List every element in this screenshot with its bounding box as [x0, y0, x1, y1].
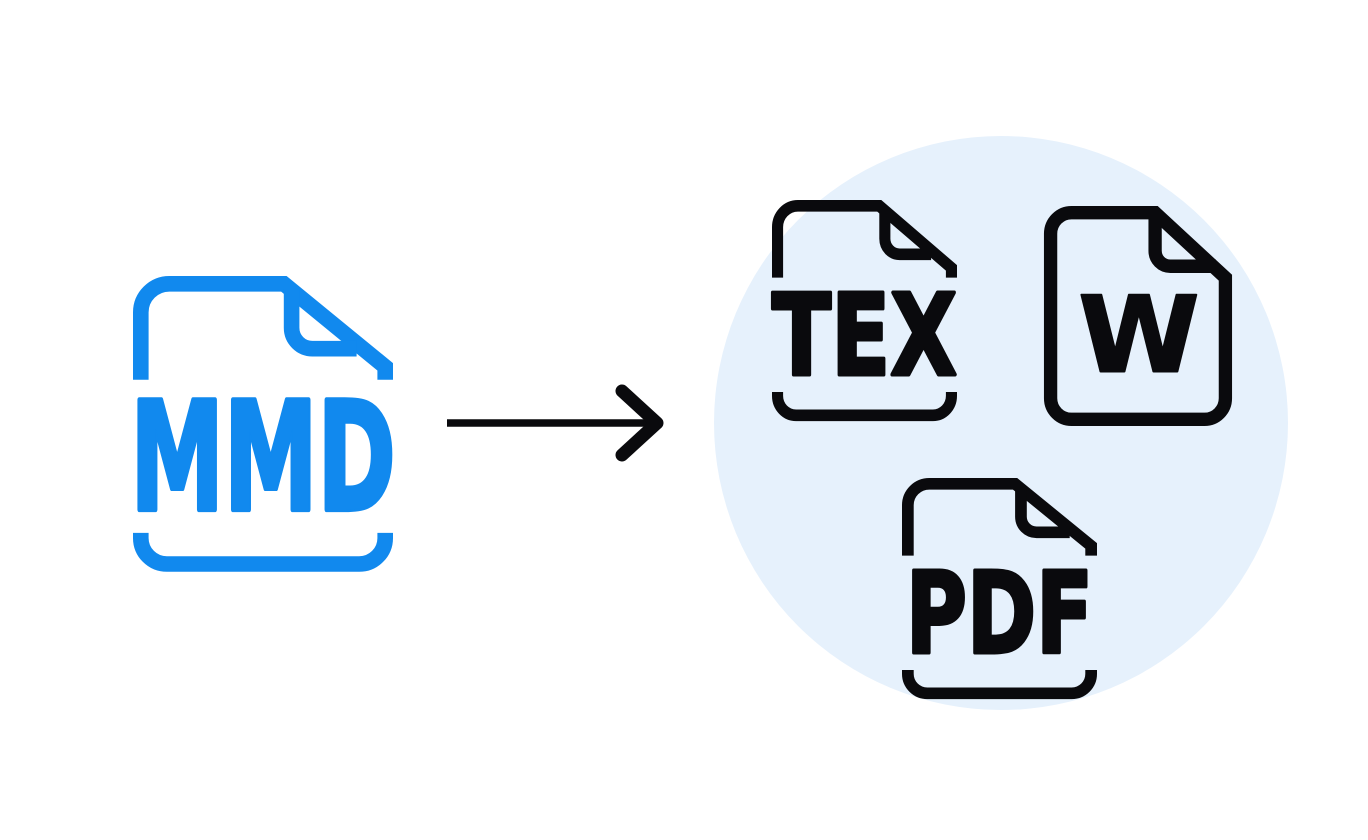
tex-document-outline: [772, 200, 957, 278]
tex-file-icon: TEX: [770, 200, 959, 425]
mmd-document-outline: [133, 276, 393, 380]
pdf-document-tray: [902, 670, 1097, 700]
mmd-document-tray: [133, 532, 393, 572]
pdf-file-icon: PDF: [902, 478, 1097, 703]
mmd-file-icon: MMD: [128, 276, 398, 577]
mmd-file-label: MMD: [130, 370, 395, 546]
tex-document-tray: [772, 392, 957, 422]
mmd-folded-corner: [283, 288, 357, 357]
word-document-outline: [1043, 205, 1233, 427]
word-file-icon: W: [1043, 205, 1233, 427]
pdf-document-outline: [902, 478, 1097, 556]
arrow-head: [615, 384, 664, 462]
right-arrow-icon: [437, 377, 665, 469]
word-folded-corner: [1148, 216, 1216, 273]
pdf-folded-corner: [1015, 487, 1070, 539]
pdf-file-label: PDF: [906, 548, 1093, 680]
tex-folded-corner: [879, 209, 932, 261]
word-file-label: W: [1078, 274, 1200, 396]
tex-file-label: TEX: [772, 270, 957, 401]
